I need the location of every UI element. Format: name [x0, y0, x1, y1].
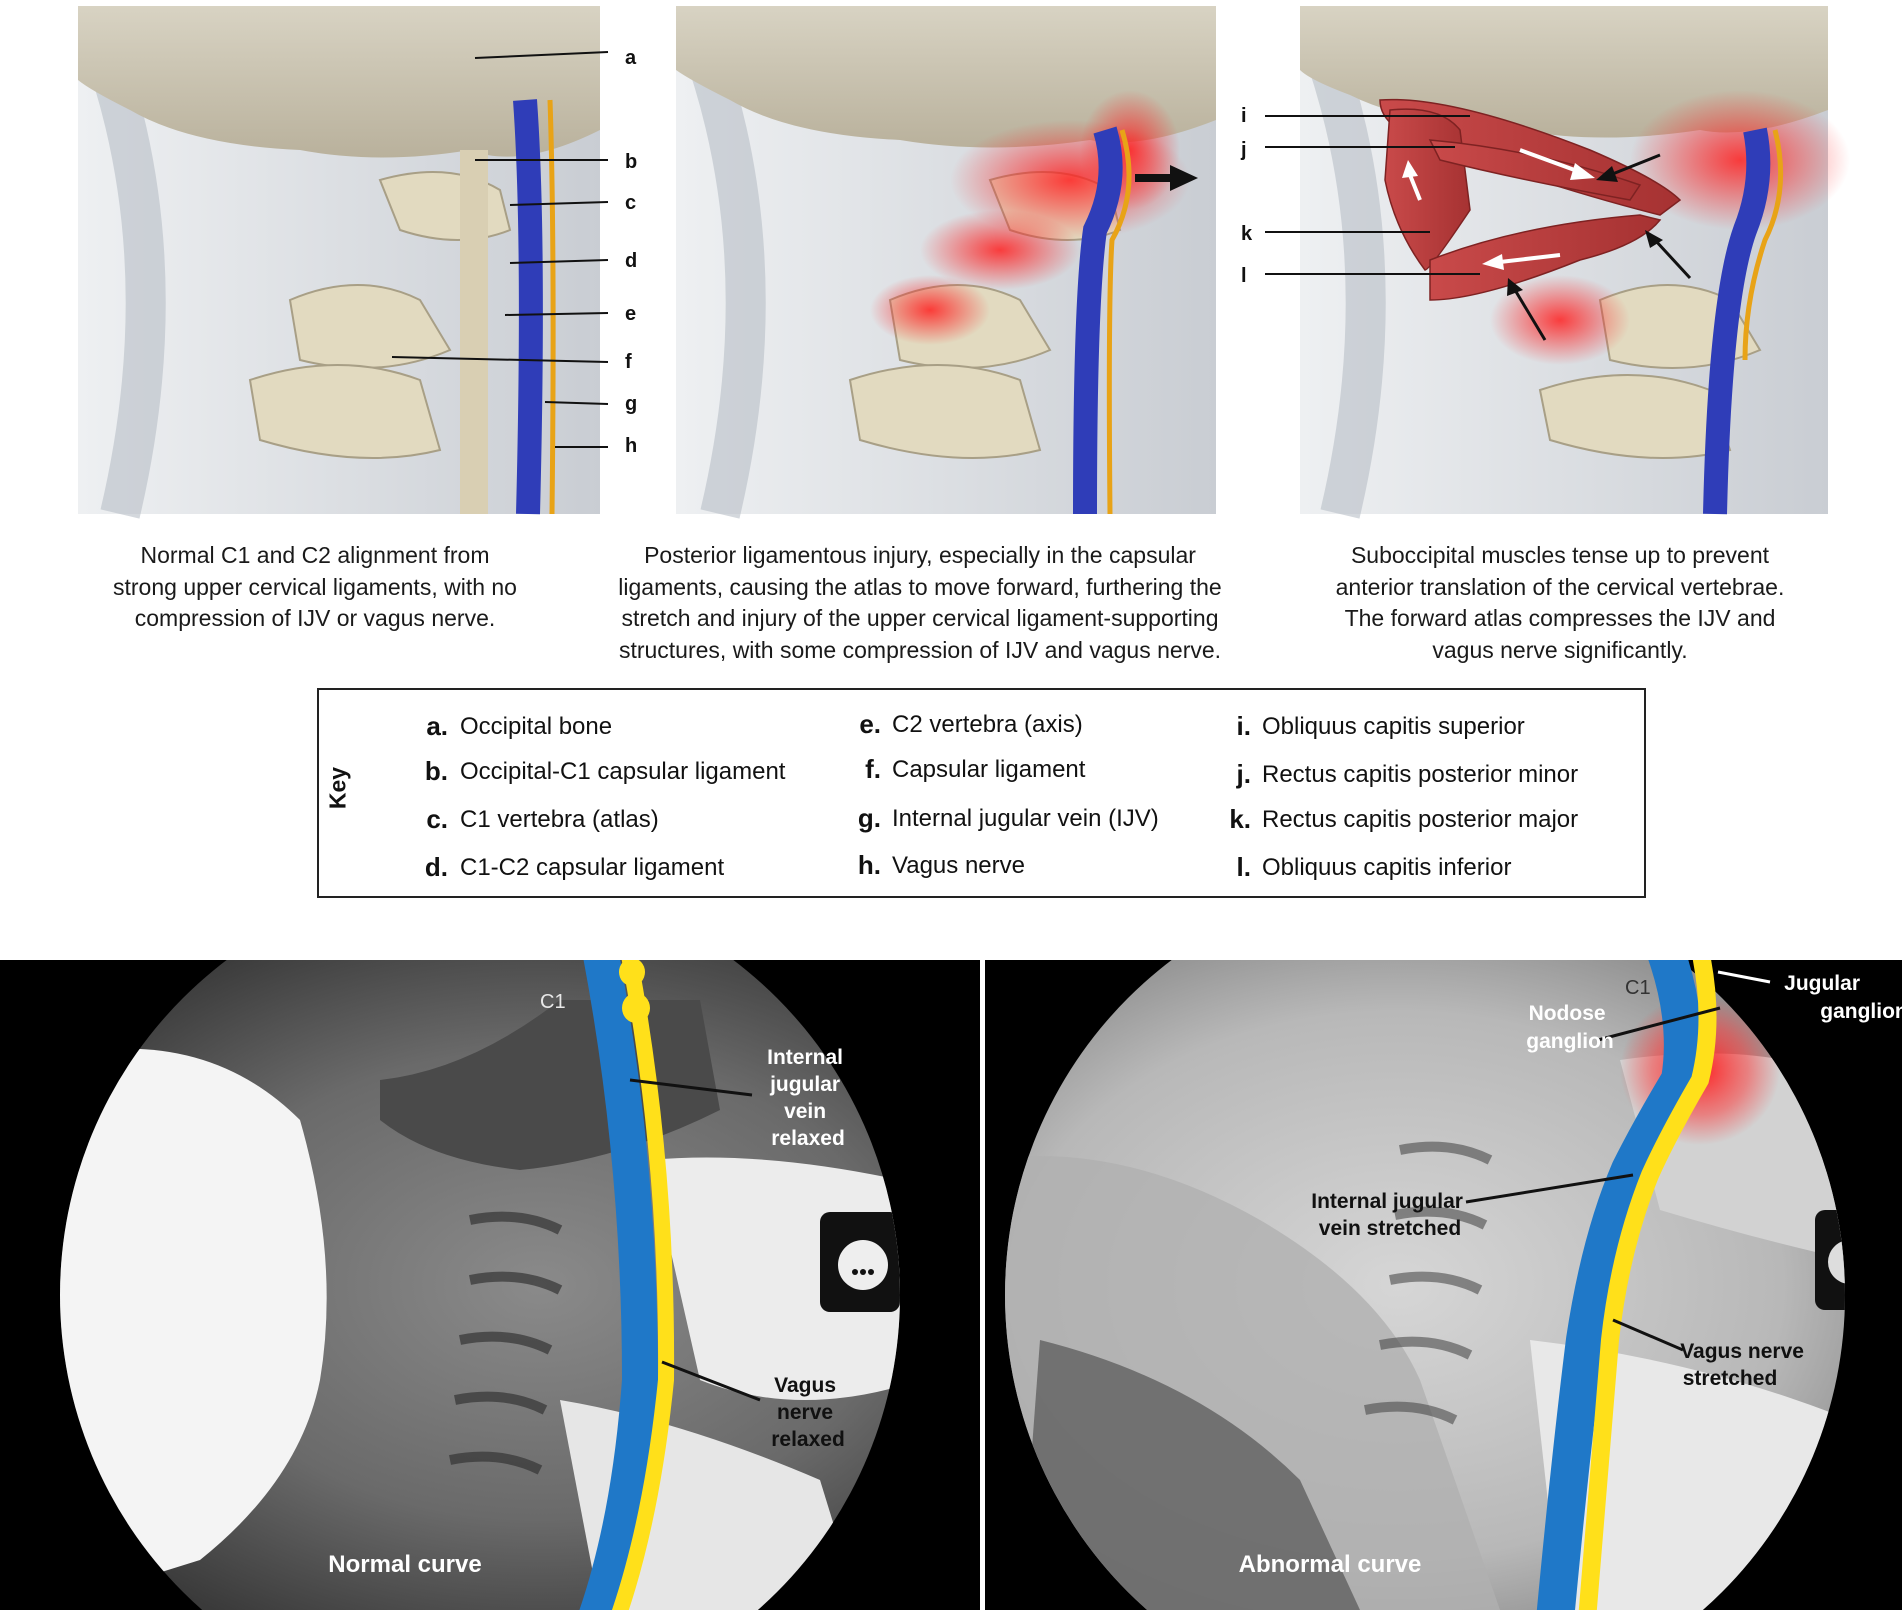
key-letter: e. [859, 709, 881, 739]
key-letter: l. [1236, 852, 1251, 882]
key-box [317, 688, 1646, 898]
ijv-stretched-label: Internal jugular vein stretched [1311, 1190, 1469, 1240]
key-title: Key [324, 766, 351, 810]
panel-1-leader-lines [391, 51, 609, 448]
key-letter: h. [857, 850, 881, 880]
caption-line: Normal C1 and C2 alignment from [140, 542, 490, 568]
xray-right-marker [1815, 1210, 1845, 1310]
svg-text:j: j [1240, 139, 1247, 161]
key-letter: g. [857, 803, 881, 833]
svg-text:f: f [625, 351, 632, 373]
muscle-force-arrows [1402, 148, 1692, 341]
key-letter: c. [426, 804, 448, 834]
key-text: Occipital-C1 capsular ligament [460, 758, 786, 785]
caption-line: structures, with some compression of IJV… [618, 636, 1222, 663]
caption-line: vagus nerve significantly. [1432, 636, 1688, 663]
key-letter: a. [426, 711, 448, 741]
abnormal-curve-title: Abnormal curve [1239, 1551, 1422, 1578]
svg-text:c: c [625, 192, 636, 214]
svg-text:g: g [625, 393, 637, 415]
c1-label: C1 [1625, 977, 1651, 999]
panel-normal-alignment [78, 6, 600, 519]
panel-3-leader-lines [1265, 115, 1480, 275]
key-letter: d. [424, 852, 448, 882]
ijv-nerve-overlay-left [579, 960, 675, 1610]
suboccipital-muscles [1379, 98, 1682, 301]
svg-text:a: a [625, 47, 637, 69]
caption-line: ligaments, causing the atlas to move for… [618, 573, 1222, 600]
xray-right-leaders [1465, 970, 1771, 1352]
xray-right-labels: C1 Jugular ganglion Nodose ganglion Inte… [1239, 972, 1902, 1578]
xray-left-leaders [629, 1078, 761, 1402]
caption-line: strong upper cervical ligaments, with no [113, 573, 517, 600]
ijv-nerve-overlay-right [1536, 960, 1717, 1610]
xray-left-marker [820, 1212, 900, 1312]
svg-text:k: k [1241, 223, 1253, 245]
xray-abnormal: C1 Jugular ganglion Nodose ganglion Inte… [985, 960, 1902, 1610]
c1-label: C1 [540, 991, 566, 1013]
xray-normal: C1 Internal jugular vein relaxed Vagus n… [0, 960, 980, 1610]
ijv-label: Internal jugular vein relaxed [767, 1046, 849, 1150]
caption-muscle-tension: Suboccipital muscles tense up to prevent… [1290, 540, 1830, 666]
caption-normal: Normal C1 and C2 alignment from strong u… [75, 540, 555, 635]
svg-text:d: d [625, 250, 637, 272]
key-letter: f. [865, 754, 881, 784]
key-text: C1-C2 capsular ligament [460, 854, 725, 881]
key-letter: k. [1229, 804, 1251, 834]
vagus-stretched-label: Vagus nerve stretched [1680, 1340, 1810, 1390]
caption-line: compression of IJV or vagus nerve. [134, 605, 496, 631]
panel-3-letter-labels: i j k l [1240, 105, 1253, 287]
panel-muscle-tension [1300, 6, 1850, 519]
key-letter: b. [424, 756, 448, 786]
jugular-ganglion-label: Jugular ganglion [1784, 972, 1902, 1023]
key-text: Obliquus capitis superior [1262, 713, 1525, 740]
key-text: Occipital bone [460, 713, 613, 740]
caption-line: The forward atlas compresses the IJV and [1344, 605, 1776, 631]
svg-text:e: e [625, 303, 636, 325]
normal-curve-title: Normal curve [328, 1551, 481, 1578]
key-text: Vagus nerve [892, 852, 1025, 879]
forward-arrow [1135, 165, 1198, 191]
nodose-ganglion-label: Nodose ganglion [1526, 1002, 1614, 1053]
caption-line: stretch and injury of the upper cervical… [621, 605, 1219, 631]
panel-1-letter-labels: a b c d e f g h [625, 47, 637, 457]
key-text: C2 vertebra (axis) [892, 711, 1083, 738]
caption-line: Suboccipital muscles tense up to prevent [1350, 542, 1770, 568]
vagus-label: Vagus nerve relaxed [771, 1374, 845, 1451]
xray-left-labels: C1 Internal jugular vein relaxed Vagus n… [328, 991, 849, 1578]
key-letter: j. [1236, 759, 1251, 789]
key-text: Rectus capitis posterior minor [1262, 761, 1579, 788]
key-text: Internal jugular vein (IJV) [892, 805, 1159, 832]
key-text: Obliquus capitis inferior [1262, 854, 1512, 881]
svg-text:h: h [625, 435, 637, 457]
anatomy-illustrations: a b c d e f g h [78, 6, 1850, 519]
svg-text:b: b [625, 151, 637, 173]
caption-line: Posterior ligamentous injury, especially… [644, 542, 1196, 568]
caption-injury: Posterior ligamentous injury, especially… [560, 540, 1280, 666]
svg-text:l: l [1241, 265, 1247, 287]
caption-line: anterior translation of the cervical ver… [1335, 573, 1785, 600]
xray-panels: C1 Internal jugular vein relaxed Vagus n… [0, 960, 1902, 1610]
key-text: Rectus capitis posterior major [1262, 806, 1579, 833]
panel-ligament-injury [676, 6, 1216, 519]
key-text: Capsular ligament [892, 756, 1086, 783]
key-text: C1 vertebra (atlas) [460, 806, 659, 833]
svg-text:i: i [1241, 105, 1247, 127]
key-letter: i. [1236, 711, 1251, 741]
